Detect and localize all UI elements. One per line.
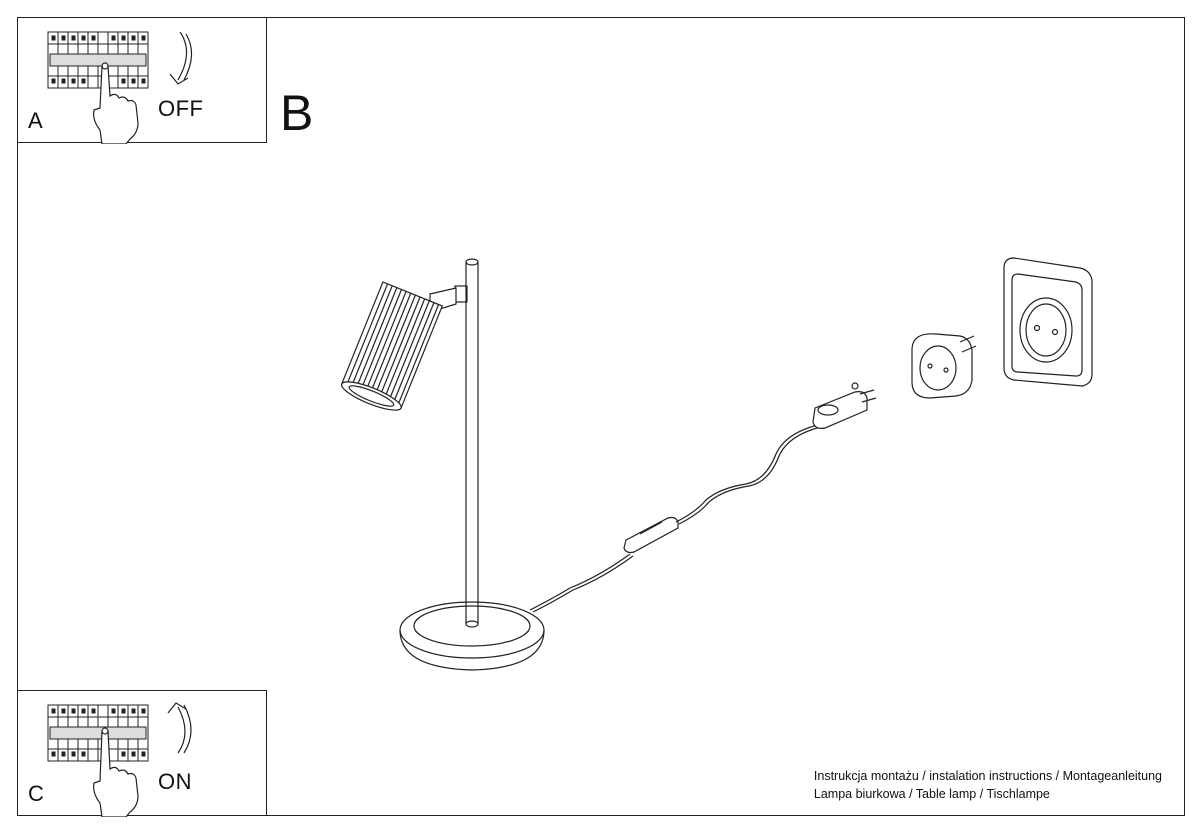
- curved-arrow-down-icon: [169, 31, 193, 85]
- hand-icon: [93, 727, 139, 817]
- step-c-panel: C ON: [17, 690, 267, 817]
- curved-arrow-up-icon: [167, 702, 192, 754]
- breaker-panel-icon: [47, 31, 193, 144]
- caption-line-2: Lampa biurkowa / Table lamp / Tischlampe: [813, 787, 1050, 801]
- plug-drawing: [812, 382, 877, 429]
- cable-drawing: [529, 553, 631, 611]
- hand-icon: [93, 62, 139, 144]
- page-frame: [17, 17, 1185, 816]
- wall-socket-drawing: [1003, 257, 1093, 387]
- caption-block: Instrukcja montażu / instalation instruc…: [814, 767, 1162, 803]
- breaker-panel-icon: [47, 702, 192, 817]
- step-b-letter: B: [280, 85, 314, 141]
- off-label: OFF: [158, 96, 204, 121]
- step-a-panel: A OFF: [17, 17, 267, 144]
- plug-adapter-drawing: [911, 333, 977, 399]
- step-c-letter: C: [28, 781, 44, 806]
- step-a-letter: A: [28, 108, 43, 133]
- on-label: ON: [158, 769, 192, 794]
- caption-line-1: Instrukcja montażu / instalation instruc…: [813, 769, 1162, 783]
- inline-switch-drawing: [623, 516, 679, 554]
- table-lamp-drawing: [340, 258, 545, 671]
